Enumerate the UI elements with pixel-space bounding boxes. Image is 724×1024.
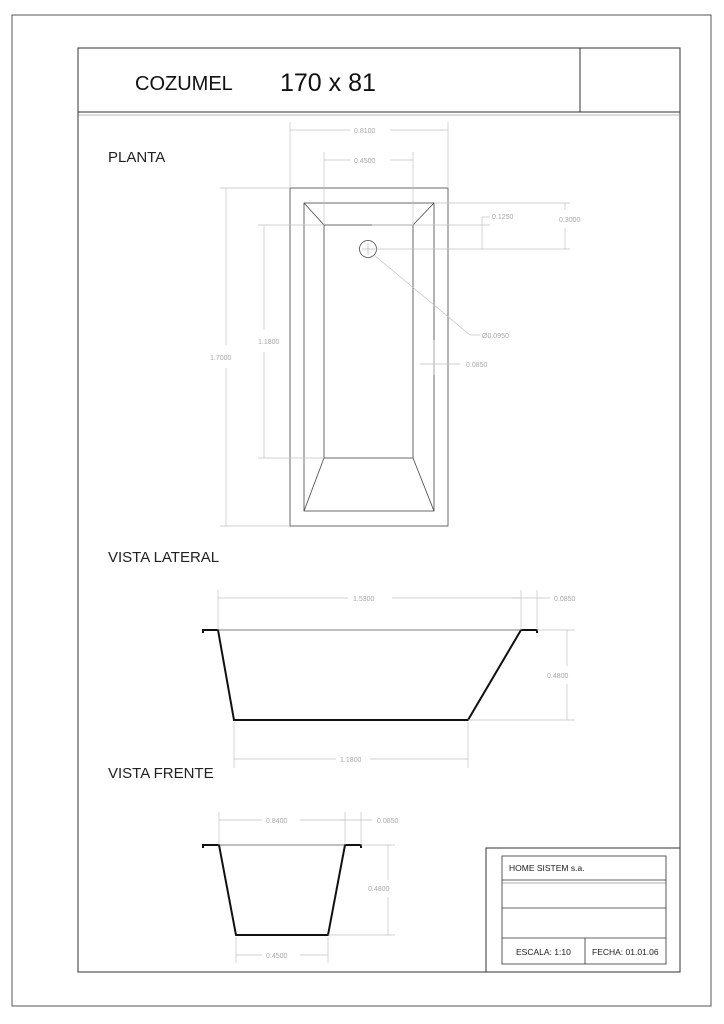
dim-plan-drain-diameter: Ø0.0950 <box>482 333 509 340</box>
dim-side-rim: 0.0850 <box>554 596 576 603</box>
header: COZUMEL 170 x 81 <box>78 48 680 116</box>
dim-front-depth: 0.4800 <box>368 886 390 893</box>
side-view-label: VISTA LATERAL <box>108 549 219 566</box>
side-dimension-labels: 1.5300 0.0850 0.4800 1.1800 <box>340 596 576 764</box>
dim-plan-inner-width: 0.4500 <box>354 158 376 165</box>
company-name: HOME SISTEM s.a. <box>509 863 585 873</box>
side-dimensions <box>217 590 575 768</box>
plan-dimension-labels: 0.8100 0.4500 0.1250 0.3000 Ø0.0950 0.08… <box>210 128 581 369</box>
dim-front-bottom-width: 0.4500 <box>266 953 288 960</box>
drawing-frame <box>77 47 681 973</box>
dim-plan-outer-length: 1.7000 <box>210 355 232 362</box>
front-drawing <box>202 844 362 936</box>
title-block: HOME SISTEM s.a. ESCALA: 1:10 FECHA: 01.… <box>485 847 681 973</box>
dim-side-top-length: 1.5300 <box>353 596 375 603</box>
dim-plan-drain-small: 0.1250 <box>492 214 514 221</box>
front-dimension-labels: 0.8400 0.0850 0.4800 0.4500 <box>266 818 399 960</box>
dim-front-rim: 0.0850 <box>377 818 399 825</box>
dim-side-depth: 0.4800 <box>547 673 569 680</box>
dim-plan-drain-large: 0.3000 <box>559 217 581 224</box>
front-dimensions <box>218 812 395 963</box>
side-drawing <box>202 629 538 721</box>
plan-view-label: PLANTA <box>108 149 165 166</box>
plan-dimensions <box>220 122 570 527</box>
page-border <box>11 14 712 1007</box>
plan-drawing <box>289 187 449 527</box>
front-view-label: VISTA FRENTE <box>108 765 214 782</box>
dim-side-bottom-length: 1.1800 <box>340 757 362 764</box>
product-name: COZUMEL <box>135 73 233 95</box>
dim-front-top-width: 0.8400 <box>266 818 288 825</box>
date-label: FECHA: 01.01.06 <box>592 947 659 957</box>
scale-label: ESCALA: 1:10 <box>516 947 571 957</box>
dim-plan-outer-width: 0.8100 <box>354 128 376 135</box>
dim-plan-inner-length: 1.1800 <box>258 339 280 346</box>
product-size: 170 x 81 <box>280 69 376 97</box>
dim-plan-side-offset: 0.0850 <box>466 362 488 369</box>
